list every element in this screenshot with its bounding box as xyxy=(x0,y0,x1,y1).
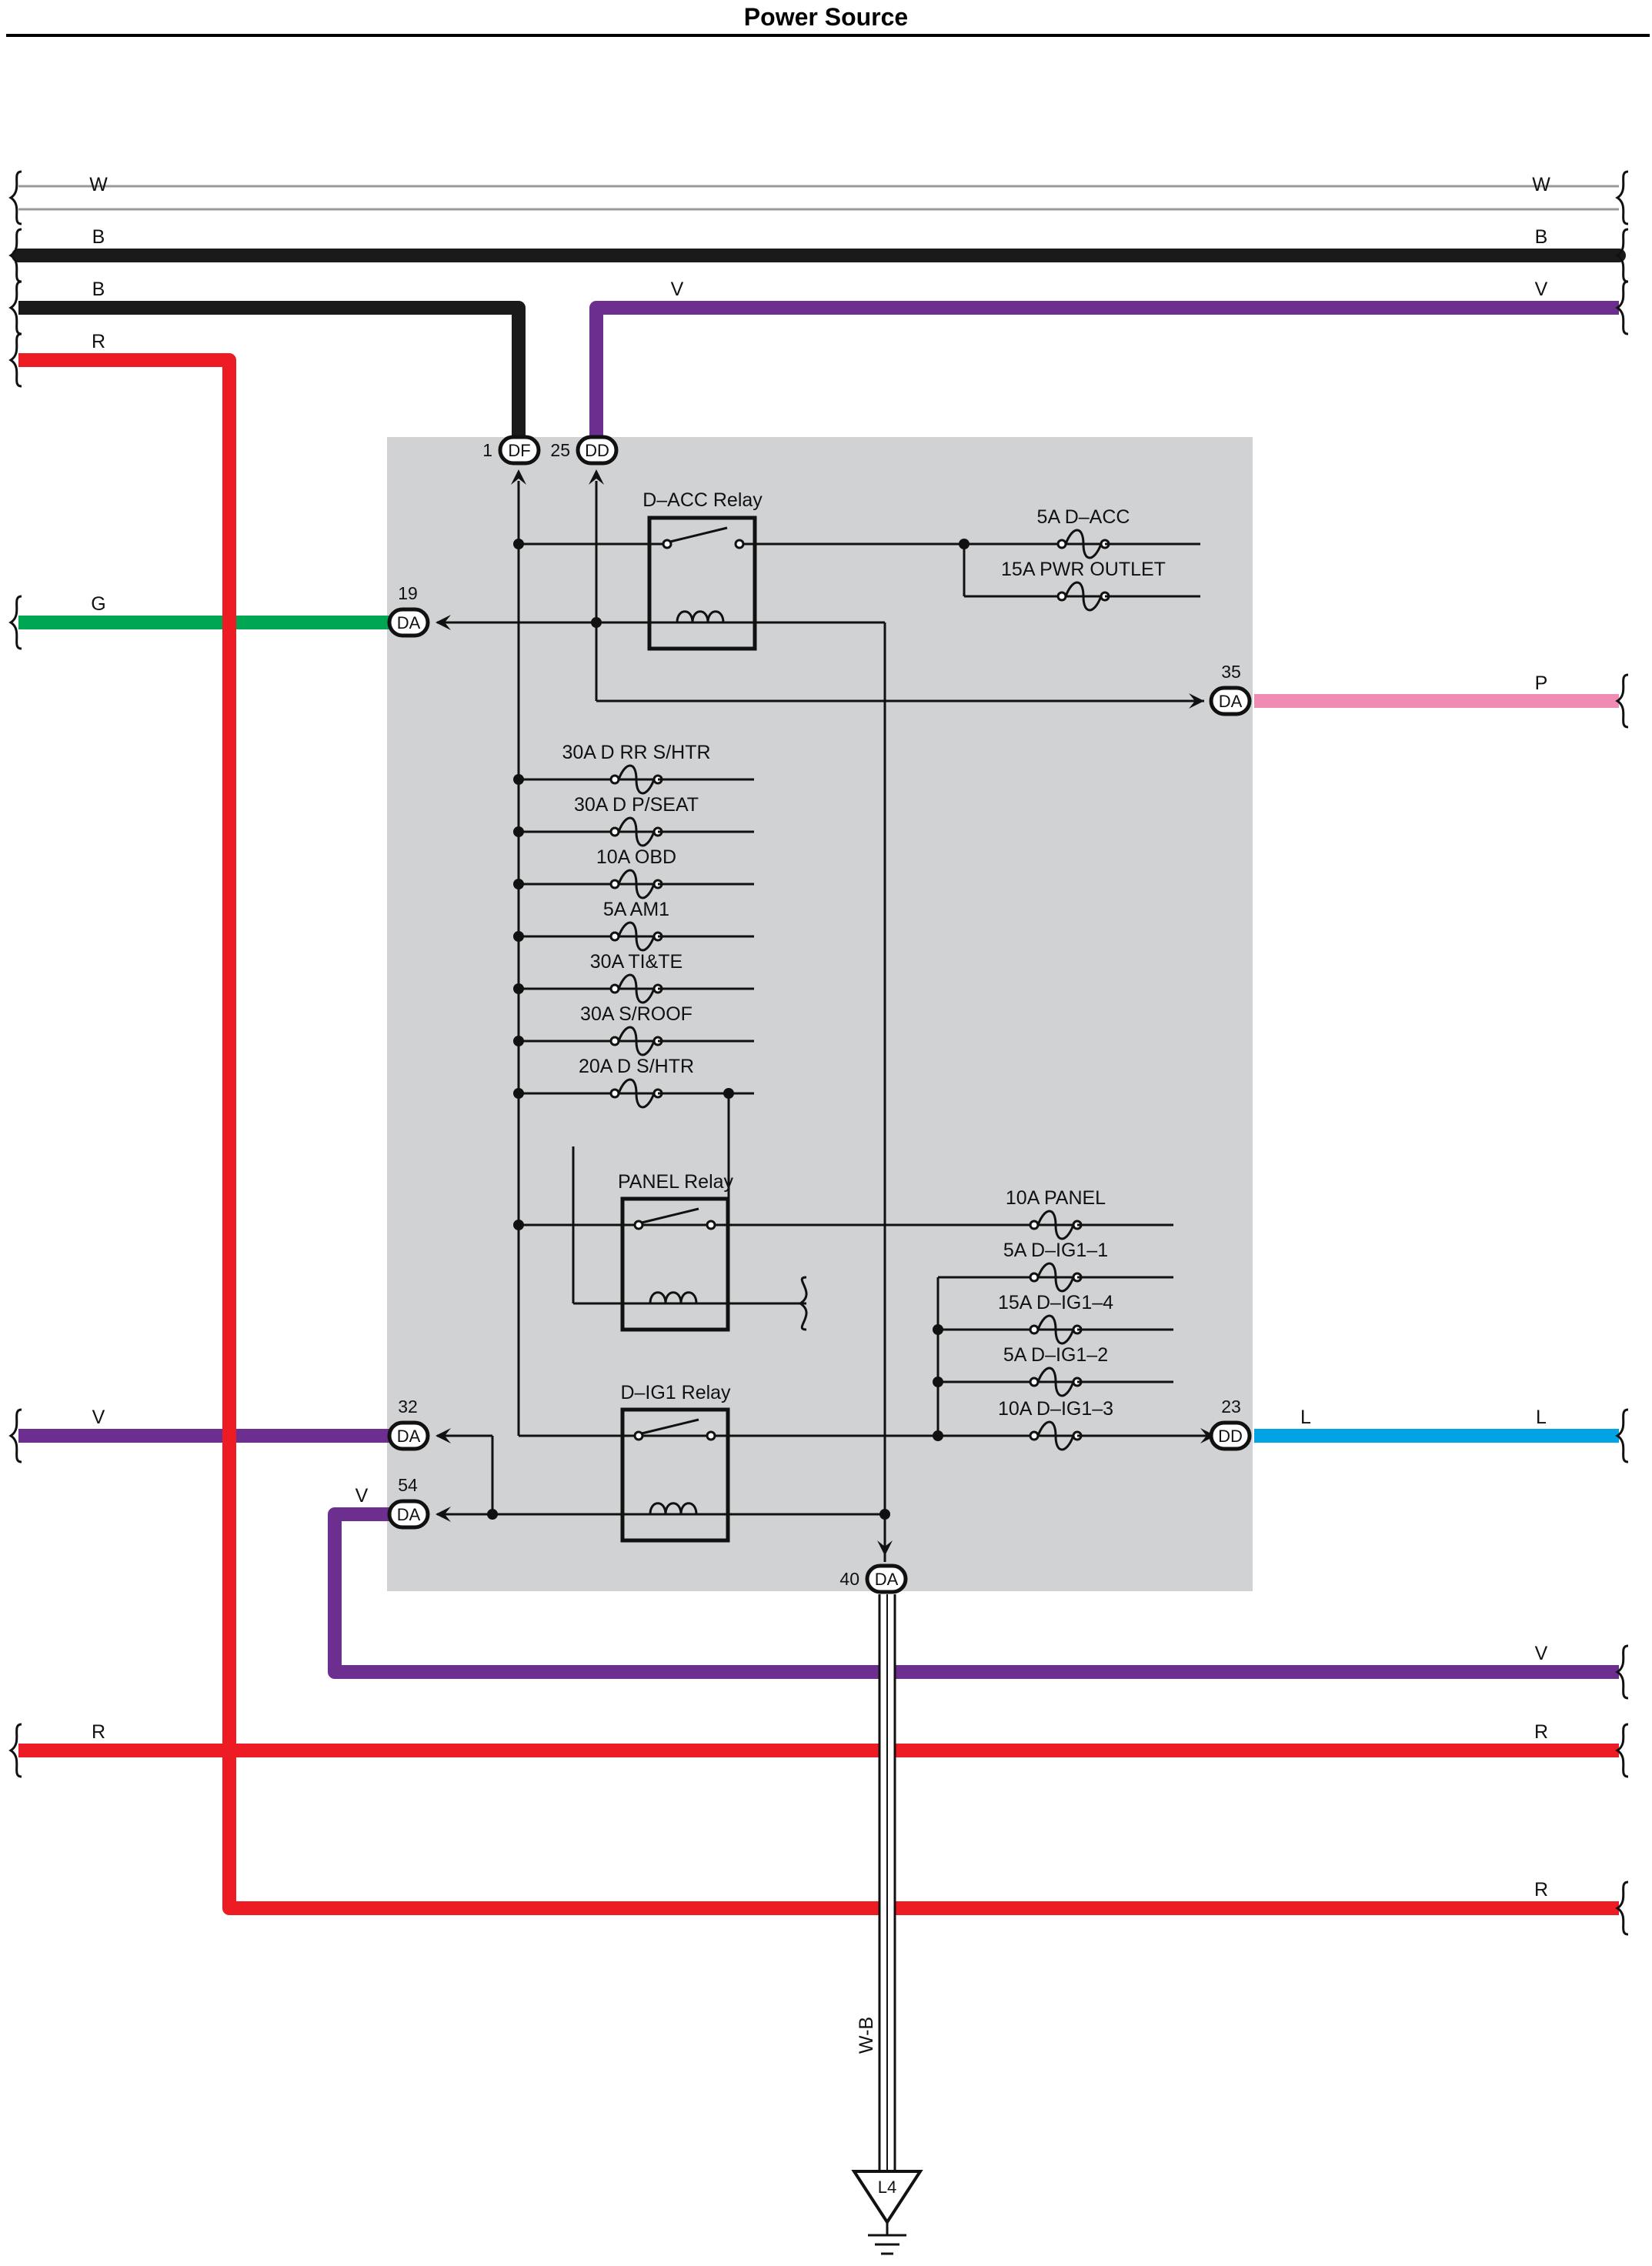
junction-dots xyxy=(487,539,970,1520)
connector-c35: DA 35 xyxy=(1209,662,1252,716)
wire-v-54 xyxy=(328,1507,1619,1679)
fuse-label-d-ig1-3: 10A D–IG1–3 xyxy=(998,1398,1113,1420)
fuse-label-d-rr-shtr: 30A D RR S/HTR xyxy=(562,742,710,763)
wire-label: L xyxy=(1300,1407,1311,1428)
connector-c40: DA 40 xyxy=(839,1564,908,1594)
wire-label: V xyxy=(1535,279,1548,300)
panel-relay-break-icon xyxy=(798,1276,808,1331)
svg-text:32: 32 xyxy=(398,1397,418,1417)
wire-label: P xyxy=(1535,672,1548,694)
wire-label: V xyxy=(1535,1643,1548,1664)
connector-c54: DA 54 xyxy=(387,1475,430,1530)
wire-label: B xyxy=(92,226,105,248)
svg-text:19: 19 xyxy=(398,583,418,603)
wire-label: R xyxy=(92,331,105,352)
svg-text:DA: DA xyxy=(875,1570,899,1589)
wire-label: B xyxy=(92,279,105,300)
page-title: Power Source xyxy=(743,3,909,31)
d-acc-relay xyxy=(647,516,757,651)
wire-label: V xyxy=(92,1407,105,1428)
wire-label: V xyxy=(671,279,684,300)
connector-c32: DA 32 xyxy=(387,1397,430,1451)
wire-w xyxy=(18,185,1619,211)
svg-text:1: 1 xyxy=(482,440,492,460)
wire-label: W xyxy=(1532,174,1550,195)
svg-text:35: 35 xyxy=(1221,662,1241,682)
wire-label: R xyxy=(1534,1879,1548,1901)
fuse-label-d-ig1-4: 15A D–IG1–4 xyxy=(998,1292,1113,1313)
wire-label: R xyxy=(1534,1721,1548,1743)
wire-label: V xyxy=(355,1485,369,1507)
harness-break-left-icons xyxy=(9,170,23,1778)
wire-label: W xyxy=(89,174,108,195)
connector-c23: DD 23 xyxy=(1209,1397,1252,1451)
panel-relay-label: PANEL Relay xyxy=(618,1171,734,1193)
wire-r-route xyxy=(18,353,1619,1915)
wire-v-to-dd xyxy=(589,301,1619,436)
junction-block xyxy=(387,437,1253,1591)
fuse-label-am1: 5A AM1 xyxy=(603,899,669,920)
title-rule xyxy=(6,34,1650,37)
svg-text:DA: DA xyxy=(1219,692,1243,711)
svg-text:25: 25 xyxy=(550,440,570,460)
connector-c1: DF 1 xyxy=(482,435,541,466)
ground-wire-label: W-B xyxy=(856,2017,877,2054)
wire-w-b xyxy=(878,1594,896,2171)
wire-b-to-df xyxy=(18,301,526,436)
fuse-label-pwr-outlet: 15A PWR OUTLET xyxy=(1001,559,1166,580)
d-ig1-relay xyxy=(620,1407,730,1543)
connector-c19: DA 19 xyxy=(387,583,430,638)
connector-c25: DD 25 xyxy=(550,435,619,466)
svg-text:DA: DA xyxy=(397,1505,421,1524)
wire-label: B xyxy=(1535,226,1548,248)
wire-label: L xyxy=(1536,1407,1547,1428)
svg-text:54: 54 xyxy=(398,1475,418,1495)
fuse-label-s-roof: 30A S/ROOF xyxy=(580,1003,693,1025)
fuse-label-d-pseat: 30A D P/SEAT xyxy=(574,794,699,816)
fuse-label-obd: 10A OBD xyxy=(596,846,676,868)
svg-text:DD: DD xyxy=(585,441,609,460)
fuse-label-d-acc: 5A D–ACC xyxy=(1037,506,1130,528)
svg-text:DD: DD xyxy=(1218,1427,1243,1446)
svg-text:DA: DA xyxy=(397,613,421,632)
d-acc-relay-label: D–ACC Relay xyxy=(642,489,763,511)
ground-l4-icon: L4 xyxy=(851,2170,923,2255)
svg-text:23: 23 xyxy=(1221,1397,1241,1417)
fuse-label-d-ig1-2: 5A D–IG1–2 xyxy=(1003,1344,1108,1366)
harness-break-right-icons xyxy=(1616,170,1630,1936)
connector-arrows xyxy=(436,469,1216,1556)
svg-text:DA: DA xyxy=(397,1427,421,1446)
svg-text:40: 40 xyxy=(839,1569,859,1589)
fuse-label-panel: 10A PANEL xyxy=(1006,1187,1106,1209)
panel-relay xyxy=(620,1196,730,1332)
fuse-label-d-ig1-1: 5A D–IG1–1 xyxy=(1003,1240,1108,1261)
svg-text:DF: DF xyxy=(508,441,530,460)
svg-text:L4: L4 xyxy=(878,2178,896,2197)
fuse-label-d-shtr: 20A D S/HTR xyxy=(579,1056,694,1077)
d-ig1-relay-label: D–IG1 Relay xyxy=(620,1382,731,1403)
wire-label: R xyxy=(92,1721,105,1743)
fuse-label-ti-te: 30A TI&TE xyxy=(590,951,682,973)
wire-label: G xyxy=(91,593,105,615)
